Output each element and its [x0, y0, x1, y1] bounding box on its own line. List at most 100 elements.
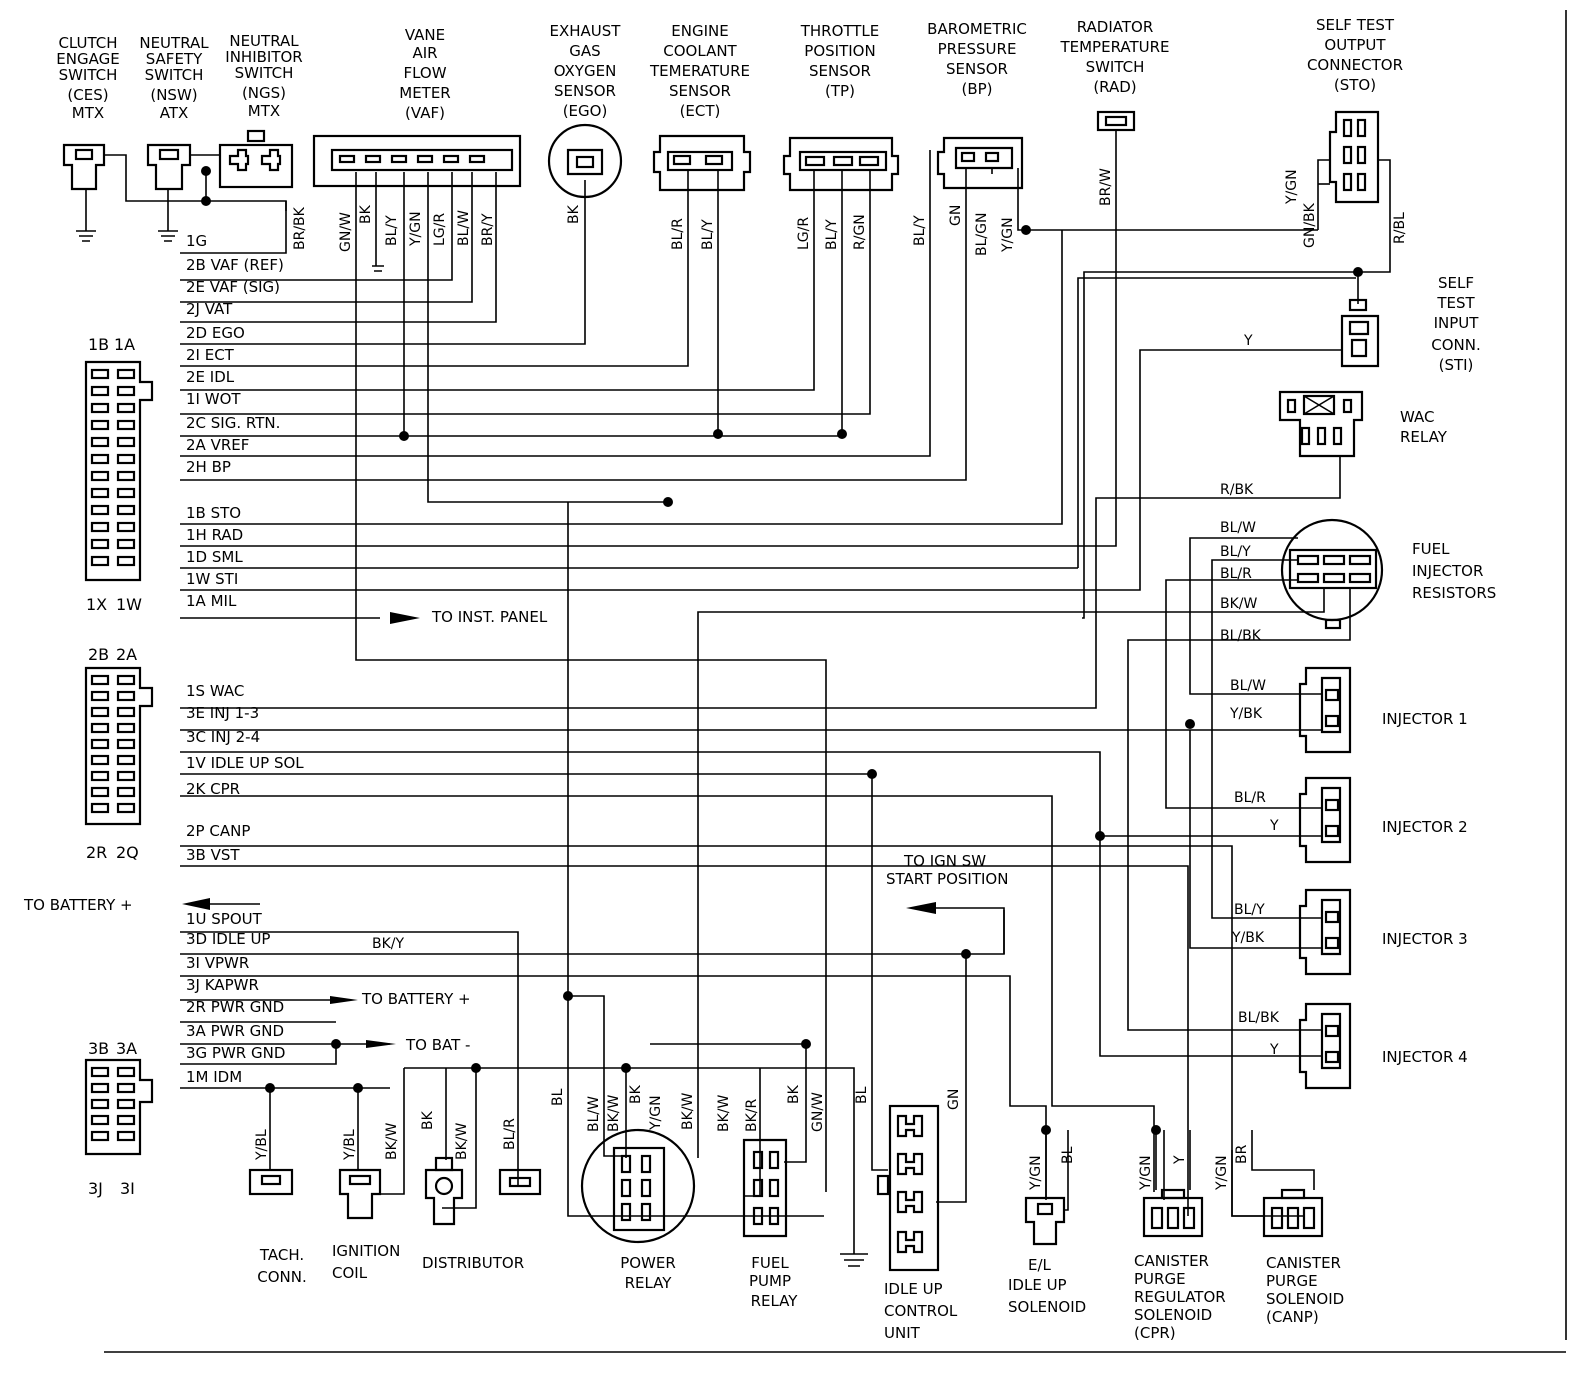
ecu-pin-label: 1W STI: [186, 570, 238, 588]
svg-text:BL/Y: BL/Y: [384, 215, 400, 246]
ecu-pin-label: 1I WOT: [186, 390, 241, 408]
svg-text:PURGE: PURGE: [1266, 1272, 1318, 1290]
svg-text:COOLANT: COOLANT: [663, 42, 737, 60]
fuel-injector-resistors: FUEL INJECTOR RESISTORS: [1280, 518, 1496, 630]
injector-2: INJECTOR 2: [1298, 776, 1468, 864]
svg-text:BL/GN: BL/GN: [974, 213, 990, 256]
ground-symbol: [840, 1253, 868, 1267]
svg-text:R/BK: R/BK: [1220, 482, 1254, 498]
svg-text:R/BL: R/BL: [1392, 212, 1408, 244]
svg-text:BK/Y: BK/Y: [372, 936, 405, 952]
svg-text:POWER: POWER: [620, 1254, 676, 1272]
junction-dots-right: [1095, 719, 1195, 841]
svg-text:COIL: COIL: [332, 1264, 368, 1282]
connector-pin: [90, 1066, 110, 1078]
connector-pin: [116, 1098, 136, 1110]
connector-pin: [90, 722, 110, 734]
ego-label: EXHAUST GAS OXYGEN SENSOR (EGO): [550, 22, 622, 120]
ecu-pin-label: 1S WAC: [186, 682, 244, 700]
svg-text:TEMPERATURE: TEMPERATURE: [1059, 38, 1169, 56]
svg-text:Y/BL: Y/BL: [342, 1129, 358, 1161]
svg-text:Y/GN: Y/GN: [1000, 217, 1016, 253]
connector-pin: [90, 738, 110, 750]
svg-text:OXYGEN: OXYGEN: [554, 62, 617, 80]
svg-text:BAROMETRIC: BAROMETRIC: [927, 20, 1027, 38]
svg-text:Y/GN: Y/GN: [408, 211, 424, 247]
dist-feed-connector: [498, 1168, 542, 1196]
connector-pin: [116, 368, 136, 380]
svg-text:TO BAT -: TO BAT -: [405, 1036, 470, 1054]
svg-text:(BP): (BP): [961, 80, 992, 98]
svg-text:Y/GN: Y/GN: [1284, 169, 1300, 205]
connector-pin: [90, 402, 110, 414]
connector-pin: [116, 1082, 136, 1094]
svg-text:SWITCH: SWITCH: [145, 66, 204, 84]
wires-top: [104, 130, 1391, 1192]
bp-connector: [936, 136, 1024, 190]
svg-text:BL/Y: BL/Y: [912, 215, 928, 246]
svg-text:BK/W: BK/W: [716, 1094, 732, 1132]
connector-pin: [90, 674, 110, 686]
connector-pin: [116, 690, 136, 702]
ces-connector: [62, 143, 106, 242]
svg-text:FUEL: FUEL: [1412, 540, 1450, 558]
ecu-pin-label: 3B VST: [186, 846, 240, 864]
svg-text:BK/W: BK/W: [454, 1122, 470, 1160]
svg-text:TEST: TEST: [1436, 294, 1475, 312]
connector-pin: [116, 786, 136, 798]
svg-text:SENSOR: SENSOR: [946, 60, 1008, 78]
svg-text:Y: Y: [1243, 333, 1253, 349]
ecu-pin-label: 2R PWR GND: [186, 998, 284, 1016]
injector-3: INJECTOR 3: [1298, 888, 1468, 976]
svg-text:1X: 1X: [86, 595, 107, 614]
wire-colors-lower: BK/Y Y/BL Y/BL BK/W BK BK/W BL/R BL BL/W…: [254, 936, 1250, 1191]
connector-pin: [90, 802, 110, 814]
svg-text:WAC: WAC: [1400, 408, 1434, 426]
svg-text:DISTRIBUTOR: DISTRIBUTOR: [422, 1254, 524, 1272]
svg-text:SENSOR: SENSOR: [669, 82, 731, 100]
svg-text:BL/R: BL/R: [1220, 566, 1252, 582]
svg-text:EXHAUST: EXHAUST: [550, 22, 622, 40]
connector-pin: [90, 555, 110, 567]
ces-label: CLUTCH ENGAGE SWITCH (CES) MTX: [56, 34, 119, 122]
svg-text:(RAD): (RAD): [1093, 78, 1136, 96]
svg-text:BL/W: BL/W: [456, 210, 472, 246]
sti-label: SELF TEST INPUT CONN. (STI): [1431, 274, 1481, 374]
connector-pin: [116, 521, 136, 533]
svg-text:BL: BL: [1060, 1146, 1076, 1164]
svg-text:Y/GN: Y/GN: [1028, 1155, 1044, 1191]
connector-pin: [90, 368, 110, 380]
idle-up-solenoid: [1024, 1130, 1069, 1246]
svg-text:IDLE UP: IDLE UP: [1008, 1276, 1067, 1294]
svg-text:BL/W: BL/W: [1220, 520, 1256, 536]
connector-pin: [116, 722, 136, 734]
ecu-pin-label: 1H RAD: [186, 526, 243, 544]
connector-pin: [90, 1098, 110, 1110]
canister-purge-solenoid: [1231, 1130, 1324, 1238]
connector-pin: [116, 385, 136, 397]
svg-text:BR/W: BR/W: [1098, 168, 1114, 206]
svg-text:Y/GN: Y/GN: [1214, 1155, 1230, 1191]
svg-text:MTX: MTX: [248, 102, 280, 120]
svg-text:ENGAGE: ENGAGE: [56, 50, 119, 68]
tp-label: THROTTLE POSITION SENSOR (TP): [800, 22, 880, 100]
svg-text:INJECTOR 3: INJECTOR 3: [1382, 930, 1468, 948]
svg-text:SWITCH: SWITCH: [59, 66, 118, 84]
connector-pin: [90, 538, 110, 550]
svg-text:BK: BK: [786, 1084, 802, 1104]
svg-text:CONN.: CONN.: [1431, 336, 1481, 354]
svg-text:CONNECTOR: CONNECTOR: [1307, 56, 1403, 74]
svg-text:SOLENOID: SOLENOID: [1134, 1306, 1212, 1324]
connector-pin: [116, 538, 136, 550]
connector-pin: [90, 1130, 110, 1142]
svg-text:SELF: SELF: [1438, 274, 1474, 292]
svg-text:(CPR): (CPR): [1134, 1324, 1176, 1342]
svg-text:PURGE: PURGE: [1134, 1270, 1186, 1288]
connector-pin: [116, 1130, 136, 1142]
svg-text:SWITCH: SWITCH: [235, 64, 294, 82]
connector-pin: [90, 690, 110, 702]
ecu-pin-label: 2B VAF (REF): [186, 256, 284, 274]
svg-text:(EGO): (EGO): [563, 102, 608, 120]
ecu-pin-label: 3E INJ 1-3: [186, 704, 259, 722]
svg-text:BR/Y: BR/Y: [480, 213, 496, 246]
